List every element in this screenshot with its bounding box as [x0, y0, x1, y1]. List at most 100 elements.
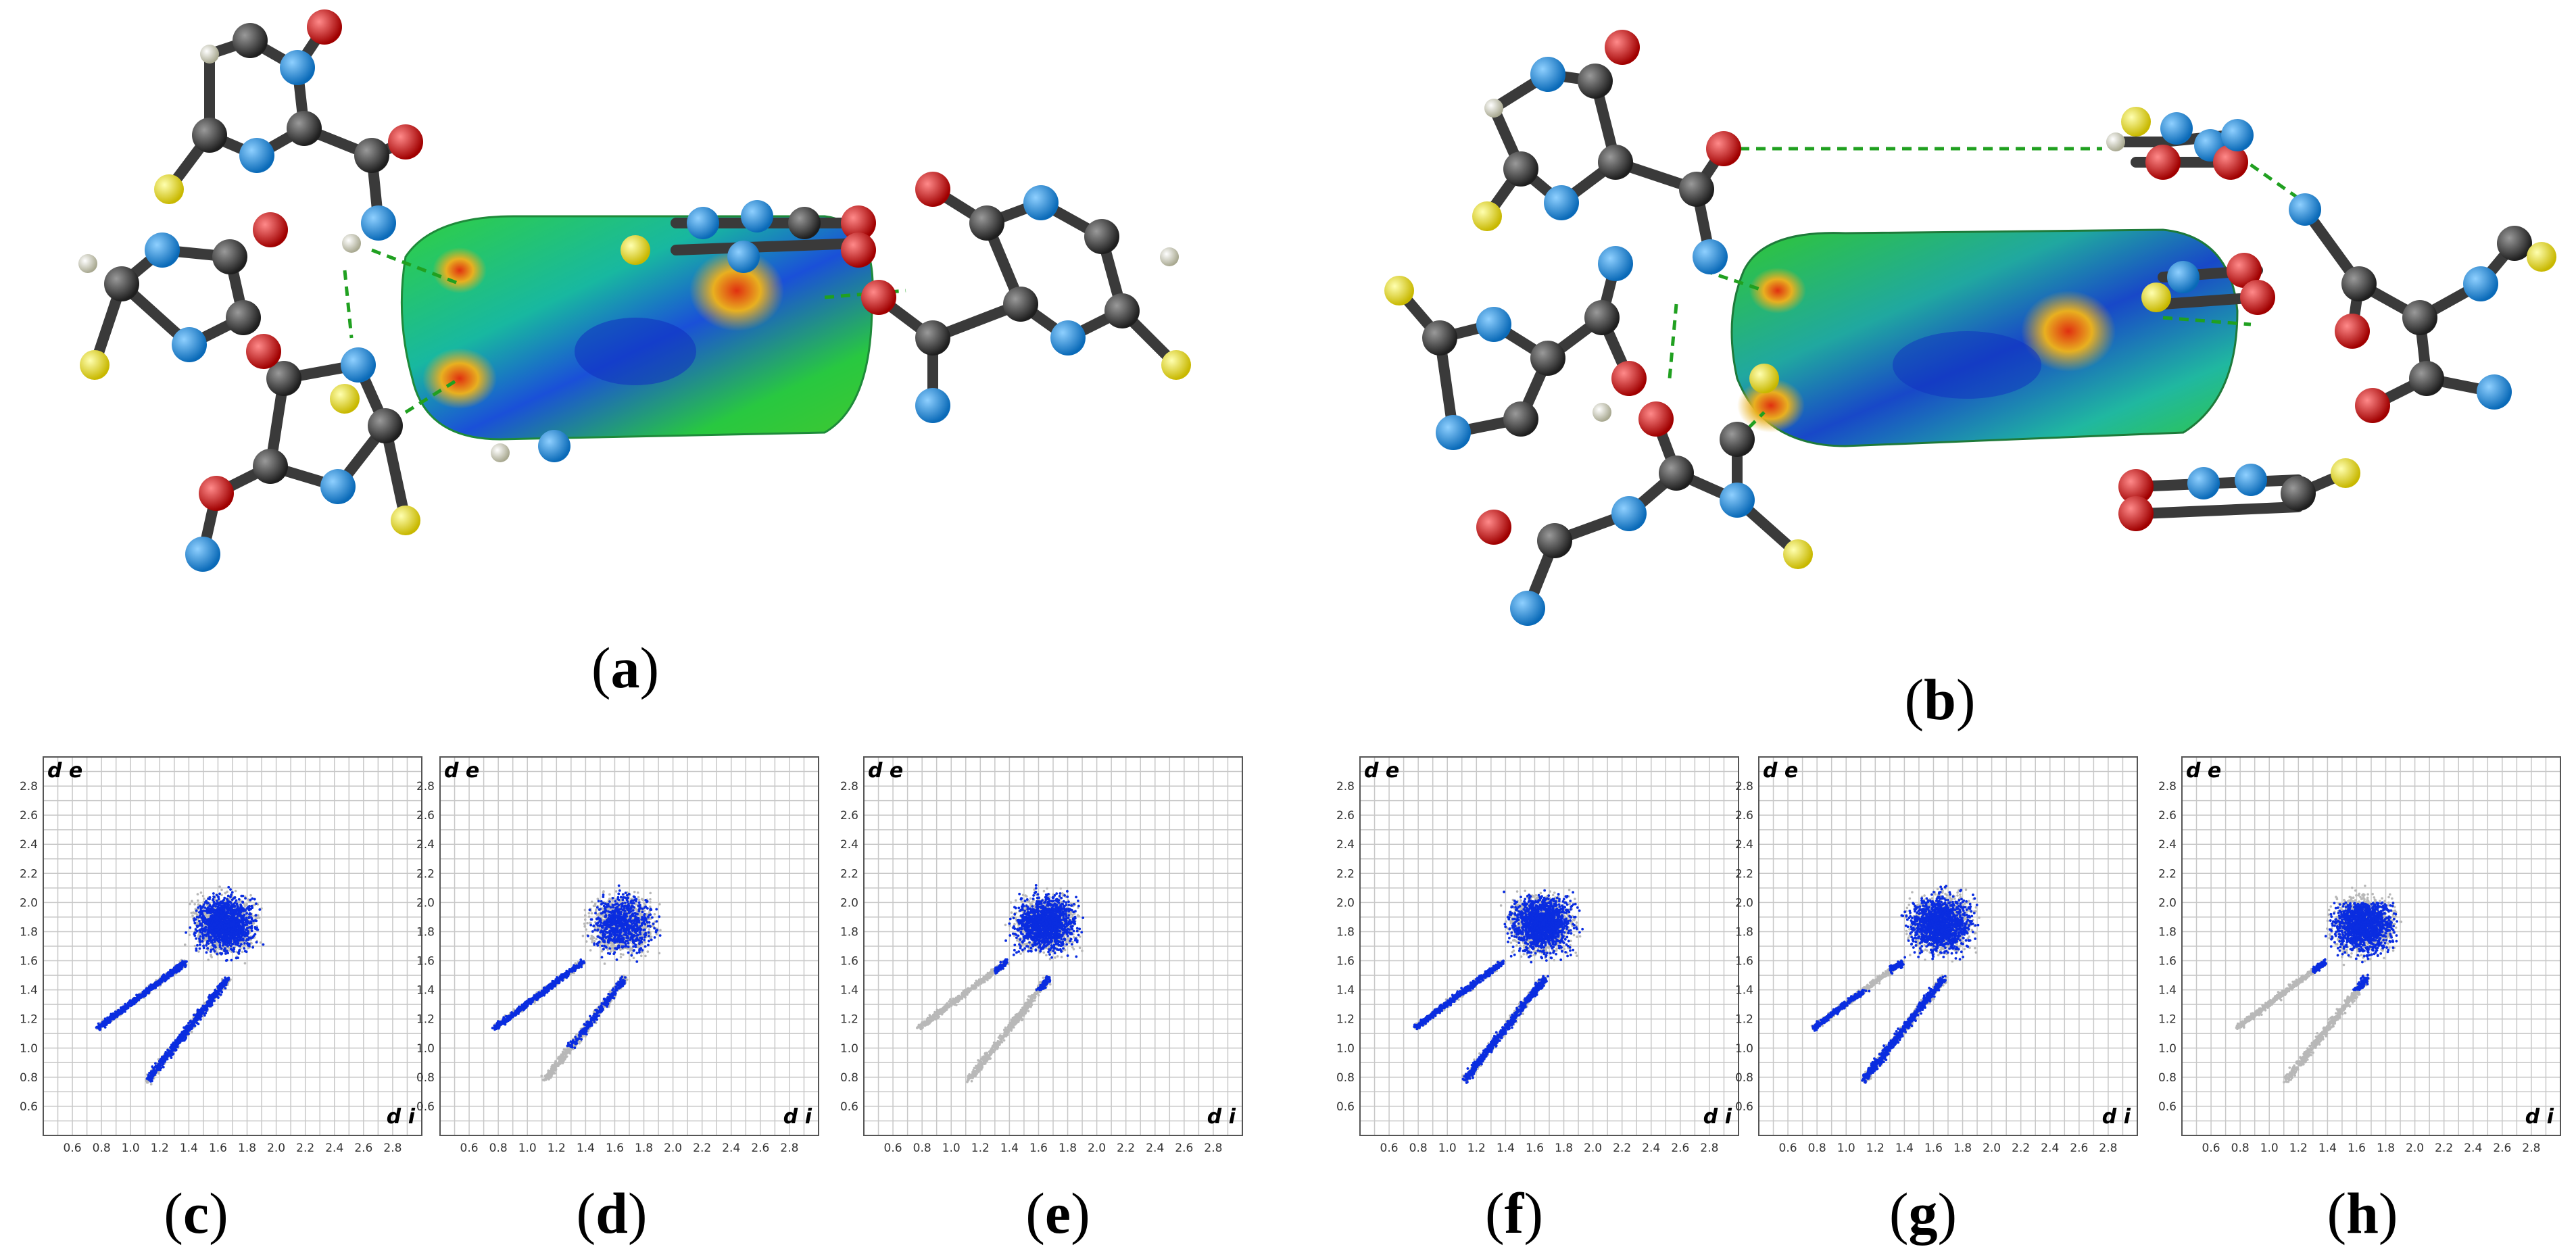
scatter-point-highlight — [230, 958, 233, 962]
scatter-point-highlight — [199, 940, 201, 943]
scatter-point-highlight — [180, 1038, 184, 1041]
scatter-point-highlight — [253, 919, 257, 922]
scatter-point-highlight — [223, 947, 226, 950]
scatter-point-highlight — [227, 914, 230, 918]
scatter-point-highlight — [243, 947, 246, 950]
scatter-point-highlight — [241, 931, 245, 935]
scatter-point — [157, 1072, 160, 1075]
scatter-point-highlight — [235, 919, 239, 923]
scatter-point-highlight — [221, 981, 224, 985]
scatter-point-highlight — [243, 941, 246, 945]
scatter-point-highlight — [214, 946, 217, 949]
scatter-point — [193, 944, 197, 948]
molecule-panel-a — [27, 0, 1244, 629]
scatter-point-highlight — [195, 909, 198, 912]
scatter-point-highlight — [135, 1000, 138, 1003]
scatter-point-highlight — [198, 943, 201, 946]
scatter-point-highlight — [196, 943, 199, 947]
scatter-point — [258, 916, 261, 919]
highlight-points — [95, 885, 265, 1083]
scatter-point-highlight — [236, 906, 239, 908]
scatter-point-highlight — [163, 1054, 166, 1058]
scatter-point-highlight — [253, 898, 256, 901]
scatter-point-highlight — [233, 913, 236, 916]
scatter-point-highlight — [195, 915, 199, 918]
scatter-point-highlight — [174, 970, 177, 973]
scatter-point-highlight — [232, 902, 235, 906]
scatter-point-highlight — [207, 918, 210, 921]
scatter-point-highlight — [237, 941, 239, 945]
scatter-point-highlight — [97, 1022, 100, 1025]
scatter-point-highlight — [209, 923, 212, 927]
scatter-point-highlight — [191, 1022, 195, 1025]
scatter-point-highlight — [217, 914, 220, 917]
scatter-point-highlight — [199, 904, 202, 908]
scatter-point-highlight — [246, 927, 249, 929]
scatter-point-highlight — [220, 947, 223, 950]
scatter-point-highlight — [171, 1049, 174, 1052]
scatter-point-highlight — [241, 923, 244, 926]
scatter-point-highlight — [199, 1014, 203, 1018]
scatter-point-highlight — [212, 938, 215, 941]
scatter-point-highlight — [262, 943, 265, 946]
scatter-point-highlight — [233, 946, 235, 950]
scatter-point-highlight — [217, 898, 220, 901]
scatter-point-highlight — [226, 932, 229, 935]
scatter-point-highlight — [160, 1056, 164, 1058]
scatter-point-highlight — [167, 977, 170, 980]
scatter-point-highlight — [212, 892, 215, 895]
scatter-point — [250, 942, 253, 945]
scatter-point-highlight — [212, 898, 215, 902]
scatter-point — [260, 907, 263, 910]
scatter-point-highlight — [224, 912, 226, 915]
scatter-point-highlight — [199, 914, 201, 917]
scatter-point — [239, 947, 242, 950]
scatter-point — [241, 950, 244, 954]
scatter-point-highlight — [238, 930, 241, 933]
scatter-point-highlight — [252, 934, 256, 937]
scatter-point-highlight — [240, 943, 243, 946]
scatter-point — [257, 914, 260, 917]
caption-g: (g) — [1889, 1179, 1957, 1247]
scatter-point — [226, 890, 228, 893]
scatter-point-highlight — [197, 906, 200, 909]
scatter-point — [243, 903, 246, 906]
scatter-point-highlight — [229, 896, 232, 899]
scatter-point-highlight — [162, 1056, 166, 1060]
scatter-point-highlight — [229, 941, 232, 944]
scatter-point-highlight — [238, 933, 241, 936]
scatter-point-highlight — [161, 1058, 164, 1061]
scatter-point-highlight — [237, 935, 240, 938]
scatter-point-highlight — [255, 902, 258, 906]
scatter-point — [189, 902, 191, 906]
scatter-point-highlight — [198, 938, 201, 941]
scatter-point-highlight — [241, 894, 245, 898]
scatter-point-highlight — [172, 1047, 176, 1050]
scatter-point-highlight — [241, 929, 245, 932]
scatter-point — [235, 950, 238, 954]
scatter-point-highlight — [229, 936, 233, 939]
scatter-point — [197, 950, 200, 953]
scatter-point-highlight — [162, 973, 166, 977]
scatter-point-highlight — [228, 908, 232, 912]
caption-e: (e) — [1025, 1179, 1090, 1247]
scatter-point-highlight — [215, 893, 218, 897]
scatter-point — [191, 900, 193, 903]
scatter-point — [220, 893, 223, 897]
scatter-point-highlight — [204, 1008, 208, 1011]
scatter-point — [201, 894, 205, 898]
scatter-point — [216, 941, 218, 945]
scatter-point-highlight — [243, 935, 246, 938]
scatter-point — [197, 935, 200, 938]
scatter-point-highlight — [226, 907, 230, 910]
scatter-point — [188, 933, 191, 937]
scatter-point-highlight — [144, 994, 147, 997]
scatter-point-highlight — [233, 905, 237, 908]
scatter-point-highlight — [201, 935, 205, 937]
scatter-point — [191, 914, 194, 917]
scatter-point-highlight — [213, 950, 216, 953]
scatter-point-highlight — [208, 996, 212, 999]
scatter-point — [224, 891, 227, 895]
scatter-point-highlight — [244, 897, 247, 900]
scatter-point — [190, 1030, 193, 1033]
